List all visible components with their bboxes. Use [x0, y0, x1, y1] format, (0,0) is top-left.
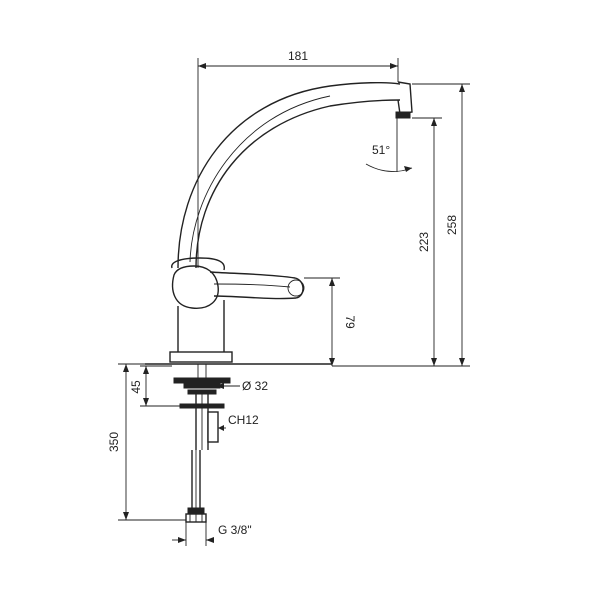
total-height-label: 258 — [445, 215, 459, 235]
base-diameter-label: Ø 32 — [242, 379, 268, 393]
hose-length-label: 350 — [107, 432, 121, 452]
swivel-angle: 51° — [365, 118, 413, 172]
dimension-hose-thread: G 3/8" — [172, 522, 252, 546]
faucet-outline — [145, 81, 413, 365]
dimension-hose-length: 350 — [107, 363, 186, 521]
dimension-wrench-size: CH12 — [218, 413, 259, 431]
hose-thread-label: G 3/8" — [218, 523, 252, 537]
dimension-base-diameter: Ø 32 — [216, 379, 268, 393]
dimension-outlet-height: 223 — [412, 117, 442, 366]
dimension-spout-reach: 181 — [197, 49, 399, 268]
dimension-mount-thickness: 45 — [129, 365, 180, 407]
swivel-angle-label: 51° — [372, 143, 390, 157]
mount-thickness-label: 45 — [129, 380, 143, 394]
outlet-height-label: 223 — [417, 232, 431, 252]
lever-height-label: 79 — [343, 315, 357, 329]
wrench-size-label: CH12 — [228, 413, 259, 427]
dimension-total-height: 258 — [332, 83, 470, 367]
spout-reach-label: 181 — [288, 49, 308, 63]
mounting-assembly — [173, 364, 231, 523]
dimension-lever-height: 79 — [304, 277, 357, 366]
